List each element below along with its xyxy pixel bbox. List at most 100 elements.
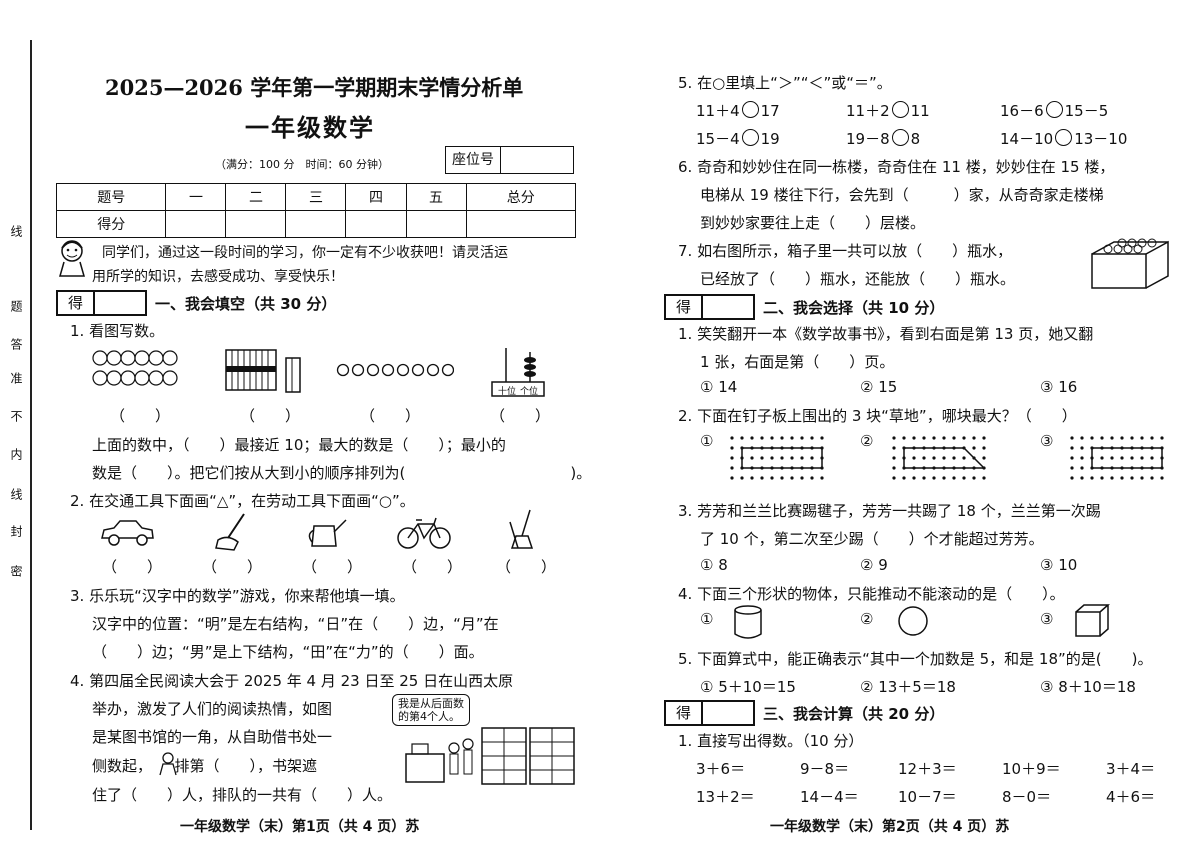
option-marker[interactable]: ① bbox=[700, 610, 714, 628]
compare-circle[interactable] bbox=[891, 129, 909, 146]
peg-dot bbox=[740, 476, 744, 480]
score-box-input[interactable] bbox=[701, 702, 753, 724]
peg-dot bbox=[750, 456, 754, 460]
compare-right: 8 bbox=[910, 130, 921, 148]
binding-char: 封 bbox=[9, 525, 23, 537]
peg-dot bbox=[972, 476, 976, 480]
option[interactable]: ③ 8＋10＝18 bbox=[1040, 678, 1136, 696]
peg-dot bbox=[922, 456, 926, 460]
peg-dot bbox=[780, 436, 784, 440]
broom-icon bbox=[509, 509, 534, 549]
peg-dot bbox=[952, 436, 956, 440]
answer-blank[interactable]: （ ） bbox=[202, 558, 263, 576]
option-marker[interactable]: ② bbox=[860, 610, 874, 628]
compare-left: 14－10 bbox=[1000, 130, 1054, 148]
peg-dot bbox=[1160, 436, 1164, 440]
peg-dot bbox=[810, 436, 814, 440]
section-2-title: 二、我会选择（共 10 分） bbox=[763, 298, 945, 317]
peg-dot bbox=[1080, 466, 1084, 470]
bicycle-icon bbox=[397, 517, 451, 549]
score-box-label: 得 bbox=[68, 294, 84, 312]
peg-dot bbox=[912, 436, 916, 440]
peg-dot bbox=[750, 476, 754, 480]
calc-item[interactable]: 10＋9＝ bbox=[1002, 760, 1061, 778]
peg-dot bbox=[1150, 436, 1154, 440]
calc-item[interactable]: 10－7＝ bbox=[898, 788, 957, 806]
option-marker[interactable]: ③ bbox=[1040, 432, 1054, 450]
option[interactable]: ③ 16 bbox=[1040, 378, 1078, 396]
peg-dot bbox=[770, 456, 774, 460]
peg-dot bbox=[972, 436, 976, 440]
score-cell[interactable] bbox=[225, 210, 287, 238]
calc-item[interactable]: 12＋3＝ bbox=[898, 760, 957, 778]
answer-blank[interactable]: （ ） bbox=[110, 407, 171, 425]
peg-dot bbox=[780, 456, 784, 460]
answer-blank[interactable]: （ ） bbox=[496, 558, 557, 576]
calc-item[interactable]: 13＋2＝ bbox=[696, 788, 755, 806]
score-cell[interactable] bbox=[165, 210, 227, 238]
peg-dot bbox=[760, 436, 764, 440]
compare-left: 16－6 bbox=[1000, 102, 1044, 120]
compare-circle[interactable] bbox=[741, 129, 759, 146]
peg-dot bbox=[790, 476, 794, 480]
abacus-ones-label: 个位 bbox=[520, 387, 539, 397]
answer-blank[interactable]: （ ） bbox=[302, 558, 363, 576]
option[interactable]: ③ 10 bbox=[1040, 556, 1078, 574]
peg-dot bbox=[1120, 476, 1124, 480]
score-cell[interactable] bbox=[465, 210, 577, 238]
calc-item[interactable]: 4＋6＝ bbox=[1106, 788, 1156, 806]
q1-prompt: 1. 看图写数。 bbox=[70, 322, 165, 340]
score-cell[interactable] bbox=[405, 210, 467, 238]
q2-prompt: 2. 在交通工具下面画“△”，在劳动工具下面画“○”。 bbox=[70, 492, 415, 510]
calc-item[interactable]: 3＋4＝ bbox=[1106, 760, 1156, 778]
calc-item[interactable]: 3＋6＝ bbox=[696, 760, 746, 778]
peg-dot bbox=[892, 446, 896, 450]
option[interactable]: ② 15 bbox=[860, 378, 898, 396]
option[interactable]: ① 8 bbox=[700, 556, 728, 574]
compare-right: 17 bbox=[760, 102, 780, 120]
calc-item[interactable]: 8－0＝ bbox=[1002, 788, 1052, 806]
speech-bubble: 我是从后面数 的第4个人。 bbox=[392, 694, 470, 726]
compare-circle[interactable] bbox=[1055, 129, 1073, 146]
s3q1-prompt: 1. 直接写出得数。（10 分） bbox=[678, 732, 864, 750]
peg-dot bbox=[730, 436, 734, 440]
option-marker[interactable]: ① bbox=[700, 432, 714, 450]
peg-dot bbox=[962, 476, 966, 480]
compare-left: 15－4 bbox=[696, 130, 740, 148]
score-box-label: 得 bbox=[676, 298, 692, 316]
option-marker[interactable]: ③ bbox=[1040, 610, 1054, 628]
score-cell[interactable] bbox=[345, 210, 407, 238]
score-cell[interactable] bbox=[285, 210, 347, 238]
score-header-cell: 题号 bbox=[55, 183, 167, 211]
binding-char: 答 bbox=[9, 338, 23, 350]
peg-dot bbox=[1120, 456, 1124, 460]
intro-line: 用所学的知识，去感受成功、享受快乐！ bbox=[92, 269, 344, 285]
answer-blank[interactable]: （ ） bbox=[240, 407, 301, 425]
option[interactable]: ② 13＋5＝18 bbox=[860, 678, 956, 696]
option-marker[interactable]: ② bbox=[860, 432, 874, 450]
q3-line: （ ）边；“男”是上下结构，“田”在“力”的（ ）面。 bbox=[92, 643, 484, 661]
score-header-cell: 三 bbox=[285, 183, 347, 211]
compare-circle[interactable] bbox=[891, 101, 909, 118]
calc-item[interactable]: 14－4＝ bbox=[800, 788, 859, 806]
answer-blank[interactable]: （ ） bbox=[102, 558, 163, 576]
binding-char: 内 bbox=[9, 448, 23, 460]
score-box-input[interactable] bbox=[701, 296, 753, 318]
peg-dot bbox=[1090, 436, 1094, 440]
score-box-input[interactable] bbox=[93, 292, 145, 314]
option[interactable]: ① 14 bbox=[700, 378, 738, 396]
answer-blank[interactable]: （ ） bbox=[402, 558, 463, 576]
answer-blank[interactable]: （ ） bbox=[360, 407, 421, 425]
peg-dot bbox=[1160, 476, 1164, 480]
stick-bundle-icon bbox=[225, 349, 301, 393]
calc-item[interactable]: 9－8＝ bbox=[800, 760, 850, 778]
option[interactable]: ② 9 bbox=[860, 556, 888, 574]
option[interactable]: ① 5＋10＝15 bbox=[700, 678, 796, 696]
compare-circle[interactable] bbox=[1045, 101, 1063, 118]
peg-dot bbox=[760, 476, 764, 480]
seat-number-input[interactable] bbox=[501, 147, 573, 173]
compare-circle[interactable] bbox=[741, 101, 759, 118]
answer-blank[interactable]: （ ） bbox=[490, 407, 551, 425]
